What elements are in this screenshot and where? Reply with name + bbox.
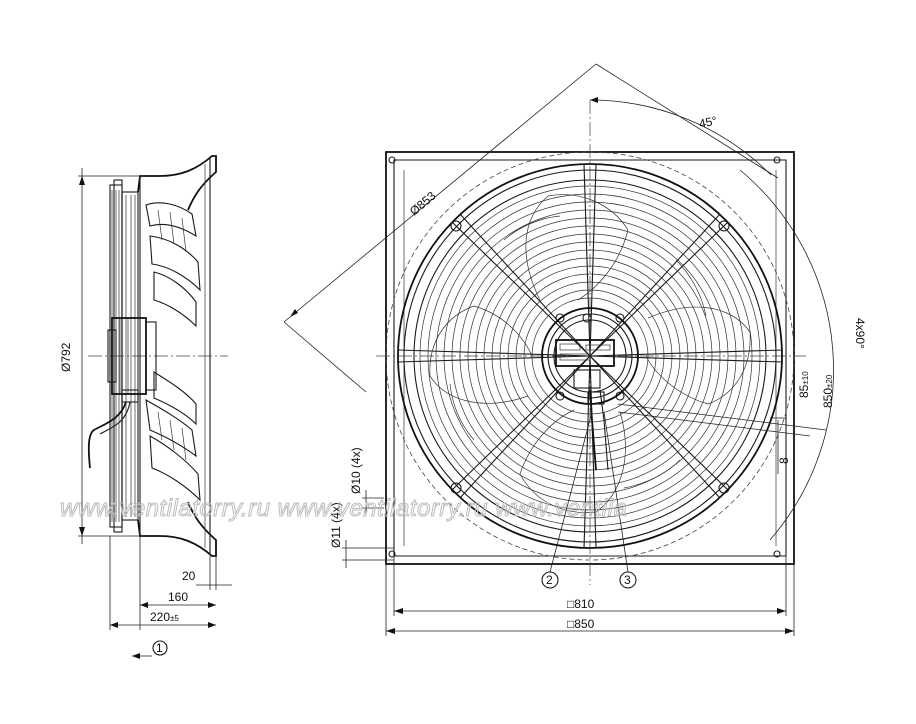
label-diameter-792: Ø792 — [59, 342, 73, 372]
front-motor-hub — [541, 307, 639, 405]
dim-width — [385, 556, 795, 636]
label-angle-45: 45° — [698, 113, 719, 131]
front-cable — [587, 389, 609, 471]
dim-853 — [283, 63, 779, 393]
guard-struts — [397, 163, 783, 549]
dim-45 — [589, 97, 772, 176]
balloon-1: 1 — [156, 641, 163, 655]
side-cable — [87, 401, 127, 469]
dim-4x90 — [739, 169, 834, 541]
side-view — [78, 155, 232, 659]
label-angle-4x90: 4x90° — [853, 318, 867, 349]
strut-brackets — [450, 220, 730, 494]
label-width-850: □850 — [567, 617, 595, 631]
front-blades — [429, 194, 751, 513]
side-blades — [145, 202, 201, 502]
label-hole-11: Ø11 (4x) — [329, 502, 343, 548]
side-motor — [107, 317, 157, 403]
label-dim-850-r: 850±20 — [821, 374, 835, 408]
balloon-leaders — [541, 411, 637, 589]
label-depth-20: 20 — [182, 569, 196, 583]
balloon-2: 2 — [546, 573, 553, 587]
label-dim-8: 8 — [777, 457, 791, 464]
dim-depth — [109, 536, 232, 630]
dim-holes — [342, 490, 394, 568]
dim-792 — [78, 168, 140, 544]
watermark: www.ventilatorry.ru www.ventilatorry.ru … — [60, 495, 627, 522]
dim-85-850 — [617, 403, 827, 474]
mounting-holes — [388, 156, 781, 558]
front-view — [283, 63, 834, 636]
side-housing — [137, 155, 217, 557]
label-width-810: □810 — [567, 597, 595, 611]
label-depth-220: 220±5 — [150, 610, 179, 624]
label-depth-160: 160 — [168, 590, 188, 604]
label-dim-85: 85±10 — [797, 371, 811, 398]
label-hole-10: Ø10 (4x) — [349, 447, 363, 494]
balloon-3: 3 — [624, 573, 631, 587]
balloon-1-leader — [132, 640, 168, 659]
label-diameter-853: Ø853 — [407, 188, 439, 218]
front-rings — [397, 163, 783, 549]
